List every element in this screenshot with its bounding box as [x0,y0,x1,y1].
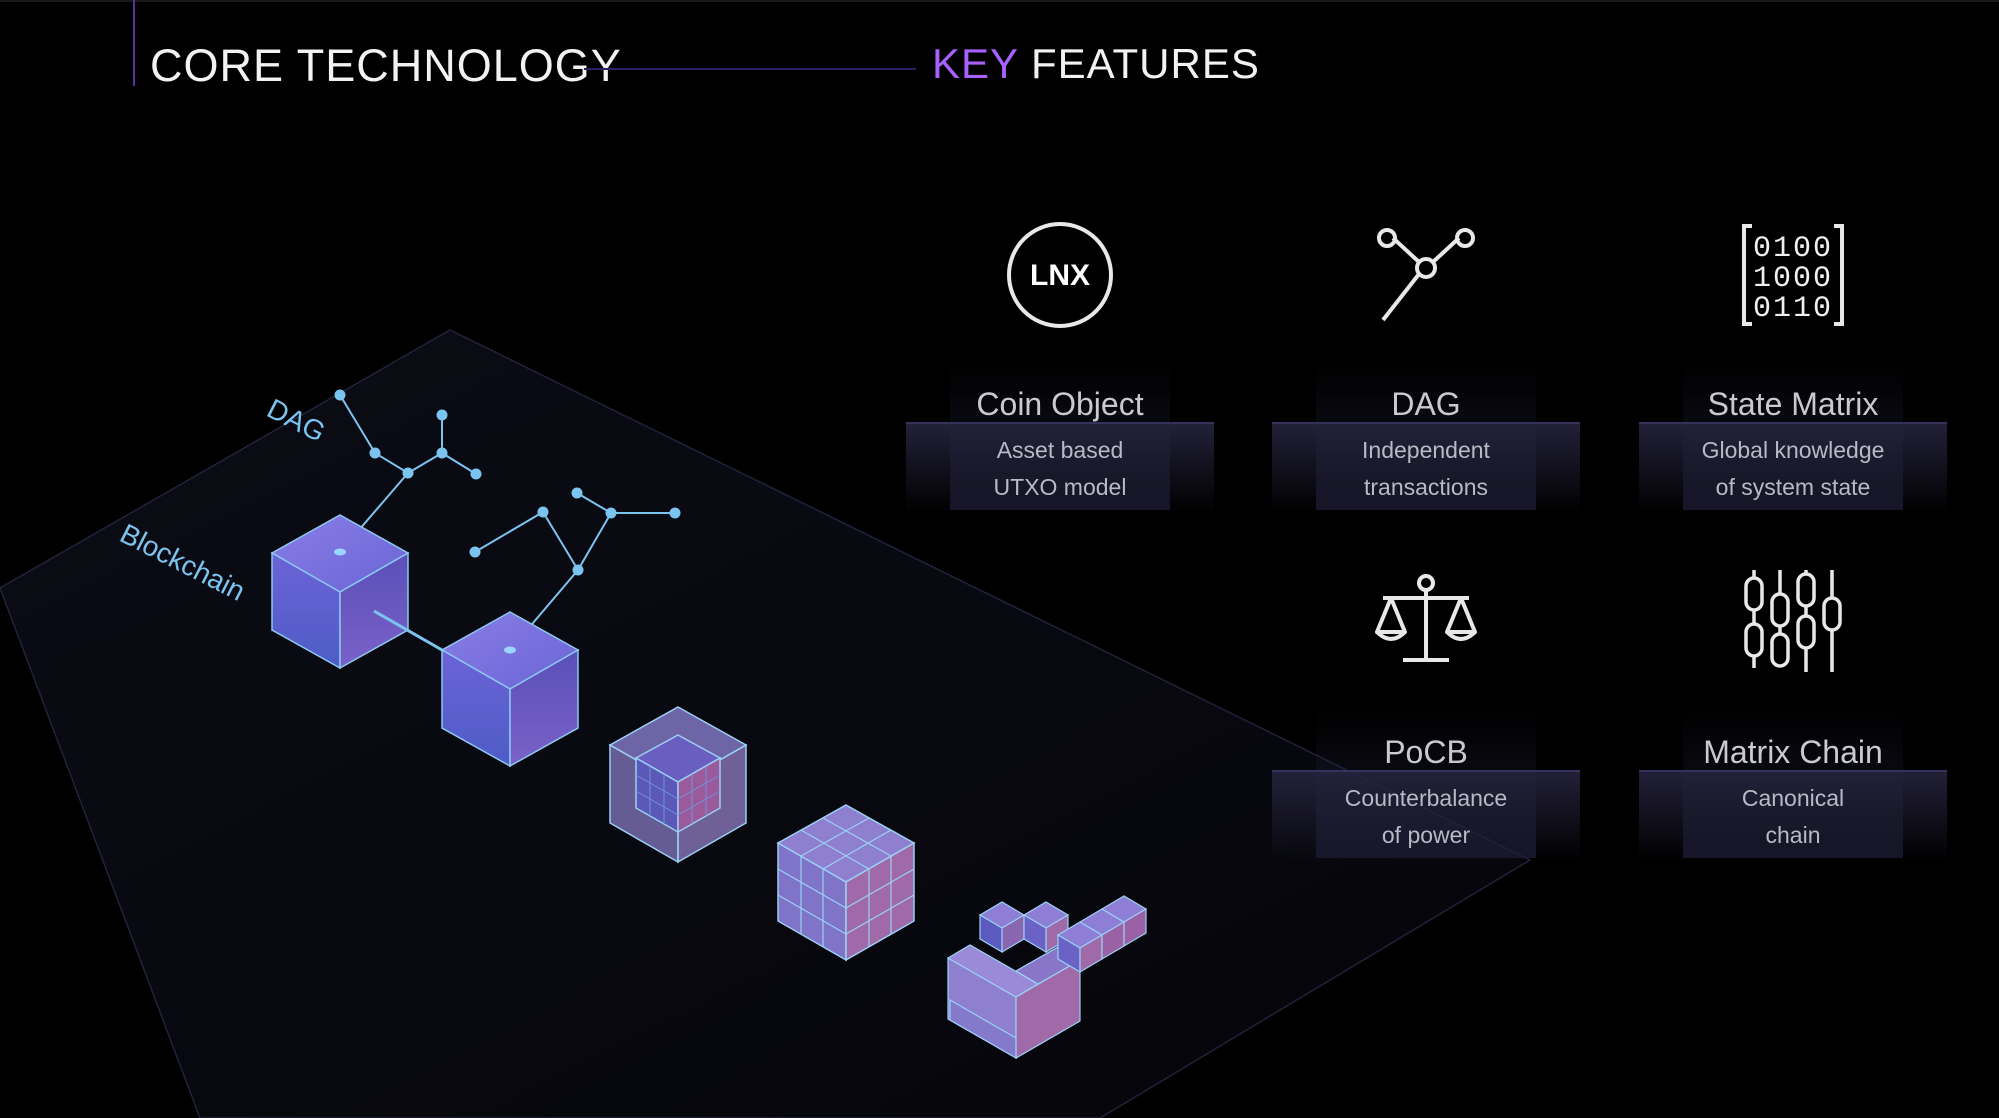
feature-label: DAG [1391,386,1461,422]
lnx-coin-icon-text: LNX [1030,259,1090,292]
binary-row-3: 0110 [1753,292,1833,326]
feature-description: Global knowledge of system state [1639,422,1947,514]
feature-description-line-2: chain [1765,822,1821,848]
section-title-rest: FEATURES [1018,40,1260,87]
chain-link [373,609,443,652]
dag-graph-1-nodes [334,389,482,480]
feature-description-line-2: transactions [1363,474,1488,500]
block-cube-5 [946,895,1148,1060]
binary-matrix-icon: 0100 1000 0110 [1742,224,1844,326]
lnx-coin-icon: LNX [1007,222,1113,328]
binary-row-1: 0100 [1753,232,1833,266]
feature-description: Asset based UTXO model [906,422,1214,514]
platform-surface [0,329,1532,1118]
dag-graph-2-nodes [469,487,681,576]
section-title: KEY FEATURES [932,40,1260,88]
balance-scale-icon [1375,574,1477,662]
feature-matrix-chain: Matrix Chain Canonical chain [1639,568,1947,868]
section-title-accent: KEY [932,40,1019,87]
feature-description-line-1: Asset based [996,437,1124,463]
feature-description-line-2: UTXO model [993,474,1127,500]
dag-graph-icon [1377,228,1475,322]
feature-coin-object: LNX Coin Object Asset based UTXO model [906,220,1214,520]
feature-description-line-1: Canonical [1741,785,1845,811]
feature-description-line-2: of system state [1715,474,1871,500]
block-cube-3 [608,706,748,864]
block-cube-2 [440,611,580,768]
feature-description-line-1: Global knowledge [1701,437,1885,463]
chain-links-icon [1744,570,1842,672]
top-rule [0,0,1999,2]
block-cube-1 [270,514,410,670]
feature-description-line-2: of power [1381,822,1471,848]
feature-description: Counterbalance of power [1272,770,1580,862]
block-cube-4 [776,804,916,962]
feature-label: State Matrix [1707,386,1879,422]
feature-description: Canonical chain [1639,770,1947,862]
feature-label: Matrix Chain [1703,734,1883,770]
feature-dag: DAG Independent transactions [1272,220,1580,520]
feature-description-line-1: Independent [1362,437,1490,463]
feature-state-matrix: 0100 1000 0110 State Matrix Global knowl… [1639,220,1947,520]
feature-pocb: PoCB Counterbalance of power [1272,568,1580,868]
feature-description-line-1: Counterbalance [1344,785,1508,811]
feature-description: Independent transactions [1272,422,1580,514]
header-divider [584,68,916,70]
feature-label: PoCB [1384,734,1468,770]
feature-label: Coin Object [976,386,1144,422]
header-accent-bar [133,0,135,86]
binary-row-2: 1000 [1753,262,1833,296]
page-title: CORE TECHNOLOGY [150,40,622,91]
